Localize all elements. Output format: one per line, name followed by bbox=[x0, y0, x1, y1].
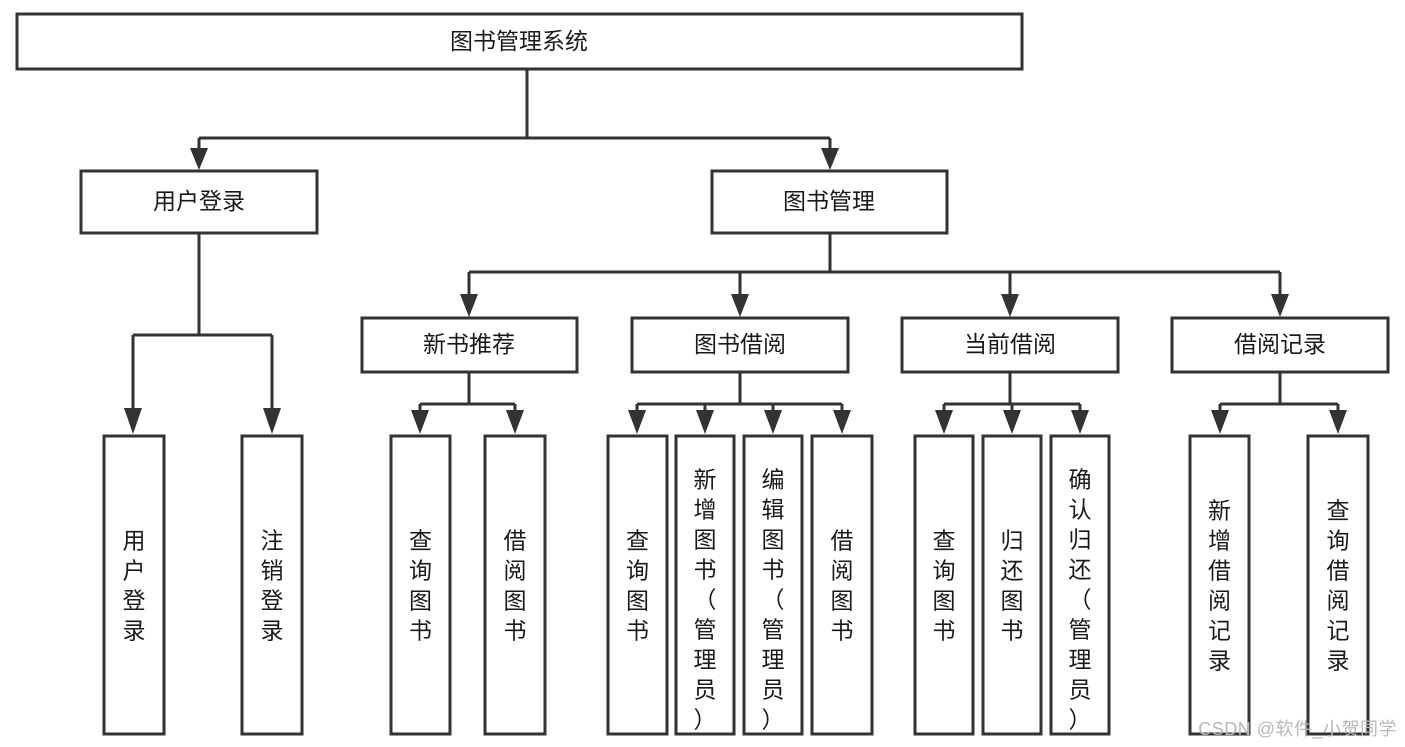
connector-group-root-to-level2 bbox=[190, 69, 839, 170]
arrow-head-icon bbox=[731, 294, 749, 317]
connector-group-bookborrow-to-leaves bbox=[628, 372, 851, 434]
node-leaf-8[interactable]: 查询图书 bbox=[913, 434, 975, 736]
node-label-leaf-11: 新增借阅记录 bbox=[1208, 497, 1231, 673]
node-box-book-manage[interactable] bbox=[710, 169, 949, 235]
node-label-leaf-7: 借阅图书 bbox=[831, 527, 854, 643]
node-label-leaf-12: 查询借阅记录 bbox=[1327, 497, 1350, 673]
node-label-new-book-recommend: 新书推荐 bbox=[423, 331, 515, 357]
node-box-book-borrow[interactable] bbox=[630, 316, 850, 374]
arrow-head-icon bbox=[1001, 294, 1019, 317]
arrow-head-icon bbox=[1211, 410, 1229, 434]
arrow-head-icon bbox=[1003, 410, 1021, 434]
node-box-root[interactable] bbox=[15, 12, 1024, 71]
node-box-leaf-11[interactable] bbox=[1188, 434, 1251, 736]
node-box-leaf-5[interactable] bbox=[674, 434, 736, 736]
arrow-head-icon bbox=[821, 148, 839, 170]
node-root[interactable]: 图书管理系统 bbox=[15, 12, 1024, 71]
node-box-current-borrow[interactable] bbox=[900, 316, 1120, 374]
node-box-leaf-7[interactable] bbox=[810, 434, 874, 736]
arrow-head-icon bbox=[764, 410, 782, 434]
node-label-leaf-2: 查询图书 bbox=[409, 527, 432, 643]
arrow-head-icon bbox=[506, 410, 524, 434]
node-box-leaf-6[interactable] bbox=[742, 434, 804, 736]
arrow-head-icon bbox=[124, 408, 142, 434]
node-box-leaf-12[interactable] bbox=[1306, 434, 1370, 736]
arrow-head-icon bbox=[696, 410, 714, 434]
node-leaf-12[interactable]: 查询借阅记录 bbox=[1306, 434, 1370, 736]
node-box-leaf-4[interactable] bbox=[606, 434, 669, 736]
node-label-book-borrow: 图书借阅 bbox=[694, 331, 786, 357]
node-label-current-borrow: 当前借阅 bbox=[964, 331, 1056, 357]
node-leaf-10[interactable]: 确认归还（管理员） bbox=[1049, 434, 1111, 736]
node-label-leaf-9: 归还图书 bbox=[1001, 527, 1024, 643]
node-label-leaf-0: 用户登录 bbox=[123, 527, 146, 643]
node-box-leaf-9[interactable] bbox=[981, 434, 1043, 736]
node-label-leaf-5: 新增图书（管理员） bbox=[694, 466, 717, 732]
node-label-leaf-1: 注销登录 bbox=[261, 527, 284, 643]
node-label-leaf-3: 借阅图书 bbox=[504, 527, 527, 643]
node-box-borrow-record[interactable] bbox=[1170, 316, 1390, 374]
node-label-borrow-record: 借阅记录 bbox=[1234, 331, 1326, 357]
node-box-leaf-8[interactable] bbox=[913, 434, 975, 736]
node-leaf-5[interactable]: 新增图书（管理员） bbox=[674, 434, 736, 736]
node-current-borrow[interactable]: 当前借阅 bbox=[900, 316, 1120, 374]
connector-group-userlogin-to-leaves bbox=[124, 233, 281, 434]
node-box-new-book-recommend[interactable] bbox=[360, 316, 579, 374]
csdn-watermark: CSDN @软件_小贺同学 bbox=[1198, 719, 1397, 739]
arrow-head-icon bbox=[833, 410, 851, 434]
node-book-borrow[interactable]: 图书借阅 bbox=[630, 316, 850, 374]
node-leaf-11[interactable]: 新增借阅记录 bbox=[1188, 434, 1251, 736]
node-label-book-manage: 图书管理 bbox=[783, 188, 875, 214]
node-borrow-record[interactable]: 借阅记录 bbox=[1170, 316, 1390, 374]
node-leaf-3[interactable]: 借阅图书 bbox=[483, 434, 547, 736]
node-leaf-1[interactable]: 注销登录 bbox=[240, 434, 304, 736]
node-leaf-7[interactable]: 借阅图书 bbox=[810, 434, 874, 736]
arrow-head-icon bbox=[1271, 294, 1289, 317]
node-label-root: 图书管理系统 bbox=[450, 28, 588, 54]
node-label-leaf-6: 编辑图书（管理员） bbox=[762, 466, 785, 732]
node-box-leaf-0[interactable] bbox=[102, 434, 166, 736]
node-user-login[interactable]: 用户登录 bbox=[79, 169, 319, 235]
leaf-node-layer: 用户登录 注销登录 查询图书 借阅图书 查询图书 新增图书（管理员） 编辑图书（管理员） 借阅… bbox=[102, 434, 1370, 736]
arrow-head-icon bbox=[190, 148, 208, 170]
arrow-head-icon bbox=[1329, 410, 1347, 434]
node-leaf-9[interactable]: 归还图书 bbox=[981, 434, 1043, 736]
connector-group-currentborrow-to-leaves bbox=[935, 372, 1089, 434]
node-box-leaf-10[interactable] bbox=[1049, 434, 1111, 736]
node-box-leaf-2[interactable] bbox=[389, 434, 452, 736]
node-box-leaf-3[interactable] bbox=[483, 434, 547, 736]
node-box-leaf-1[interactable] bbox=[240, 434, 304, 736]
arrow-head-icon bbox=[263, 408, 281, 434]
node-new-book-recommend[interactable]: 新书推荐 bbox=[360, 316, 579, 374]
arrow-head-icon bbox=[460, 294, 478, 317]
node-leaf-0[interactable]: 用户登录 bbox=[102, 434, 166, 736]
connector-group-newbook-to-leaves bbox=[411, 372, 524, 434]
node-book-manage[interactable]: 图书管理 bbox=[710, 169, 949, 235]
node-label-leaf-10: 确认归还（管理员） bbox=[1069, 466, 1092, 732]
node-leaf-6[interactable]: 编辑图书（管理员） bbox=[742, 434, 804, 736]
node-box-user-login[interactable] bbox=[79, 169, 319, 235]
arrow-head-icon bbox=[935, 410, 953, 434]
connector-group-borrowrecord-to-leaves bbox=[1211, 372, 1347, 434]
node-leaf-4[interactable]: 查询图书 bbox=[606, 434, 669, 736]
arrow-head-icon bbox=[1071, 410, 1089, 434]
node-label-user-login: 用户登录 bbox=[153, 188, 245, 214]
node-leaf-2[interactable]: 查询图书 bbox=[389, 434, 452, 736]
node-label-leaf-4: 查询图书 bbox=[626, 527, 649, 643]
arrow-head-icon bbox=[628, 410, 646, 434]
node-label-leaf-8: 查询图书 bbox=[933, 527, 956, 643]
arrow-head-icon bbox=[411, 410, 429, 434]
connector-group-bookmanage-to-level3 bbox=[460, 233, 1289, 317]
